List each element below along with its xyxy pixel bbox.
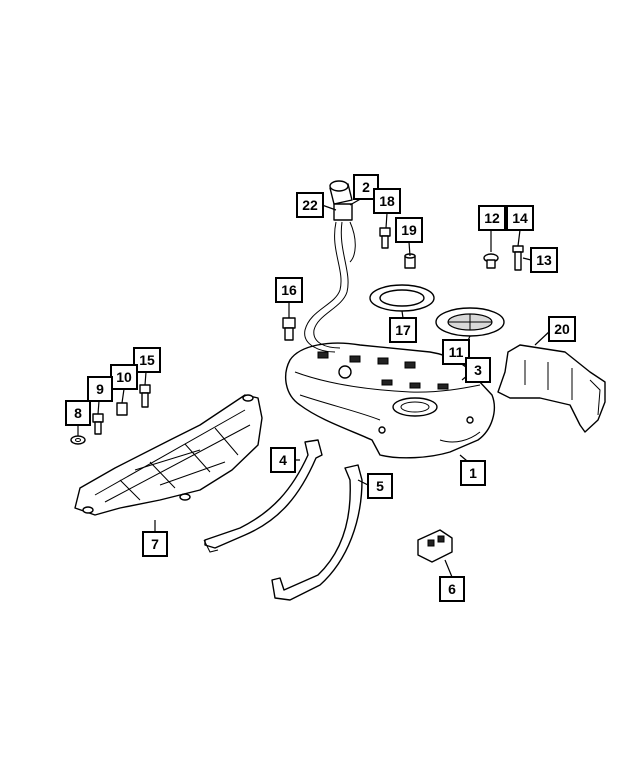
- callout-6-text: 6: [448, 581, 456, 597]
- nut-10: [116, 402, 128, 416]
- leader-lines: [77, 196, 552, 578]
- callout-4: 4: [270, 447, 296, 473]
- callout-13: 13: [530, 247, 558, 273]
- callout-16: 16: [275, 277, 303, 303]
- callout-4-text: 4: [279, 452, 287, 468]
- callout-11: 11: [442, 339, 470, 365]
- callout-20-text: 20: [554, 321, 570, 337]
- callout-17-text: 17: [395, 322, 411, 338]
- callout-8: 8: [65, 400, 91, 426]
- heat-shield-20: [497, 344, 606, 433]
- callout-16-text: 16: [281, 282, 297, 298]
- callout-2-text: 2: [362, 179, 370, 195]
- tank-strap-5: [271, 464, 363, 601]
- callout-20: 20: [548, 316, 576, 342]
- callout-22: 22: [296, 192, 324, 218]
- callout-7: 7: [142, 531, 168, 557]
- callout-7-text: 7: [151, 536, 159, 552]
- fuel-tank: [284, 342, 496, 459]
- bolt-18: [379, 227, 391, 249]
- bolt-14: [512, 245, 524, 271]
- callout-8-text: 8: [74, 405, 82, 421]
- callout-5-text: 5: [376, 478, 384, 494]
- callout-10: 10: [110, 364, 138, 390]
- callout-17: 17: [389, 317, 417, 343]
- callout-1-text: 1: [469, 465, 477, 481]
- callout-15-text: 15: [139, 352, 155, 368]
- bolt-16: [282, 317, 296, 341]
- callout-14-text: 14: [512, 210, 528, 226]
- callout-6: 6: [439, 576, 465, 602]
- callout-3: 3: [465, 357, 491, 383]
- callout-10-text: 10: [116, 369, 132, 385]
- callout-12: 12: [478, 205, 506, 231]
- washer-8: [70, 435, 86, 445]
- callout-14: 14: [506, 205, 534, 231]
- skid-plate-7: [74, 394, 263, 516]
- tank-strap-4: [203, 439, 323, 553]
- bracket-6: [417, 529, 453, 563]
- callout-19-text: 19: [401, 222, 417, 238]
- callout-13-text: 13: [536, 252, 552, 268]
- fuel-filler-tube: [304, 180, 356, 353]
- callout-18: 18: [373, 188, 401, 214]
- callout-9: 9: [87, 376, 113, 402]
- bolt-15: [139, 384, 151, 408]
- callout-5: 5: [367, 473, 393, 499]
- callout-18-text: 18: [379, 193, 395, 209]
- callout-1: 1: [460, 460, 486, 486]
- nut-19: [404, 253, 416, 269]
- lock-ring-11: [435, 307, 505, 337]
- callout-11-text: 11: [449, 344, 464, 360]
- seal-ring-17: [369, 284, 435, 312]
- callout-9-text: 9: [96, 381, 104, 397]
- clip-12: [483, 253, 499, 269]
- bolt-9: [92, 413, 104, 435]
- callout-15: 15: [133, 347, 161, 373]
- callout-22-text: 22: [302, 197, 318, 213]
- callout-3-text: 3: [474, 362, 482, 378]
- callout-19: 19: [395, 217, 423, 243]
- callout-12-text: 12: [484, 210, 500, 226]
